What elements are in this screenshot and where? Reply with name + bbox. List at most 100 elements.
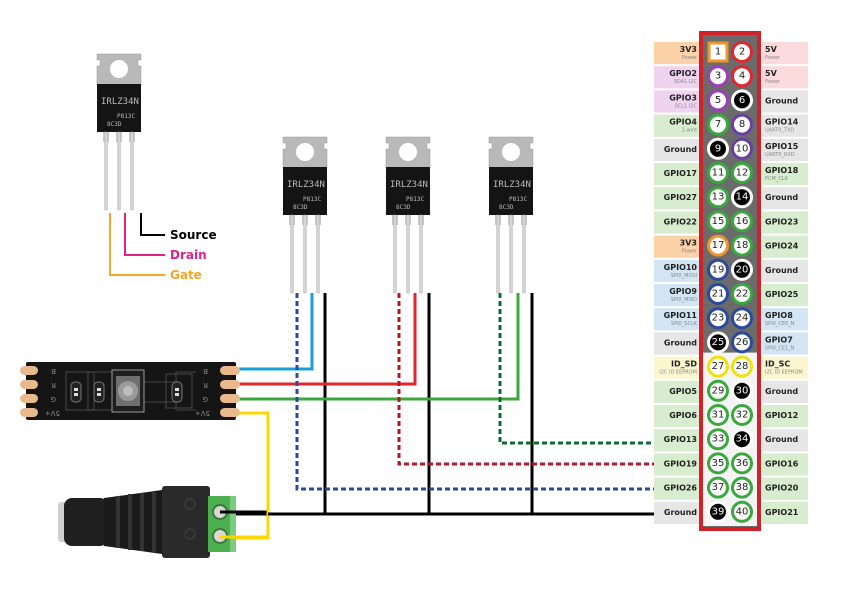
header-pin-18[interactable]: 18 [731,234,753,257]
header-pin-34[interactable]: 34 [731,428,753,451]
screw-terminal[interactable] [208,496,236,552]
pin-label-sub: I2C ID EEPROM [765,370,803,376]
header-pin-32[interactable]: 32 [731,404,753,426]
header-pin-20[interactable]: 20 [731,258,753,281]
header-pin-16[interactable]: 16 [731,210,753,233]
wire-gate-red [397,293,654,466]
pin-number: 19 [712,264,725,275]
header-pin-27[interactable]: 27 [707,355,729,378]
source-lead[interactable] [316,214,320,294]
header-pin-8[interactable]: 8 [731,113,753,136]
legend-gate-label: Gate [170,268,202,282]
pin-label-name: GPIO20 [765,484,799,493]
header-pin-3[interactable]: 3 [707,65,729,88]
drain-lead[interactable] [406,214,410,294]
header-pin-40[interactable]: 40 [731,500,753,523]
gate-lead[interactable] [496,214,500,294]
header-pin-38[interactable]: 38 [731,476,753,499]
pin-label-name: GPIO7 [765,335,793,344]
header-pin-26[interactable]: 26 [731,331,753,354]
pin-label-sub: SPI0_CE0_N [765,321,795,327]
pin-number: 12 [736,168,749,179]
pin-label-sub: SPI0_MISO [671,297,697,303]
pin-label-name: 3V3 [680,239,697,248]
pin-label-sub: SPI0_MOSI [671,273,697,279]
header-label-right: GPIO23 [762,211,808,234]
pin-label-sub: SPI0_SCLK [671,321,698,327]
header-pin-28[interactable]: 28 [731,355,753,378]
header-pin-17[interactable]: 17 [707,234,729,257]
led-strip-pads-left [20,366,38,417]
header-pin-39[interactable]: 39 [707,500,729,523]
pin-number: 29 [712,385,725,396]
header-label-left: GPIO26 [654,477,700,500]
header-pin-21[interactable]: 21 [707,283,729,305]
dc-barrel-jack [58,486,236,558]
header-pin-25[interactable]: 25 [707,331,729,354]
header-pin-36[interactable]: 36 [731,452,753,475]
pin-label-name: GPIO5 [669,387,697,396]
pin-label-name: GPIO13 [664,435,697,444]
pin-number: 34 [736,434,749,445]
resistor [93,381,105,403]
header-pin-19[interactable]: 19 [707,258,729,281]
header-pin-12[interactable]: 12 [731,162,753,184]
header-pin-1[interactable]: 1 [707,41,729,63]
header-pin-13[interactable]: 13 [707,186,729,209]
header-pin-31[interactable]: 31 [707,404,729,426]
source-lead[interactable] [419,214,423,294]
drain-lead[interactable] [117,131,121,211]
drain-lead[interactable] [303,214,307,294]
pin-number: 13 [712,192,725,203]
pin-label-name: GPIO9 [669,287,697,296]
header-pin-24[interactable]: 24 [731,307,753,330]
header-pin-29[interactable]: 29 [707,379,729,402]
gate-lead[interactable] [104,131,108,211]
mosfet-code2: 8C3D [499,204,514,211]
header-label-left: Ground [654,332,700,355]
header-pin-14[interactable]: 14 [731,186,753,209]
header-label-left: Ground [654,138,700,161]
header-pin-11[interactable]: 11 [707,162,729,184]
wire-jack-5v [220,505,270,539]
header-pin-5[interactable]: 5 [707,89,729,112]
header-pin-35[interactable]: 35 [707,452,729,475]
legend-line-source [140,213,165,236]
gate-lead[interactable] [290,214,294,294]
header-pin-37[interactable]: 37 [707,476,729,499]
header-pin-4[interactable]: 4 [731,65,753,88]
pin-number: 6 [739,95,745,106]
header-pin-33[interactable]: 33 [707,428,729,451]
source-lead[interactable] [522,214,526,294]
pin-number: 23 [712,313,725,324]
source-lead[interactable] [130,131,134,211]
header-pin-15[interactable]: 15 [707,210,729,233]
pin-label-name: Ground [765,96,798,105]
header-pin-9[interactable]: 9 [707,137,729,160]
pin-number: 16 [736,216,749,227]
header-pin-22[interactable]: 22 [731,283,753,305]
pin-label-name: Ground [765,193,798,202]
header-pin-23[interactable]: 23 [707,307,729,330]
header-pin-7[interactable]: 7 [707,113,729,136]
pin-label-sub: UART0_TXD [765,128,794,134]
gate-lead[interactable] [393,214,397,294]
led-strip-pads-right[interactable] [220,366,240,417]
pin-label-name: GPIO2 [669,69,697,78]
header-pin-2[interactable]: 2 [731,41,753,63]
wire-drain-green [232,293,520,401]
header-pin-6[interactable]: 6 [731,89,753,112]
header-pin-10[interactable]: 10 [731,137,753,160]
resistor [70,381,82,403]
header-pin-30[interactable]: 30 [731,379,753,402]
pin-number: 39 [712,506,725,517]
drain-lead[interactable] [509,214,513,294]
